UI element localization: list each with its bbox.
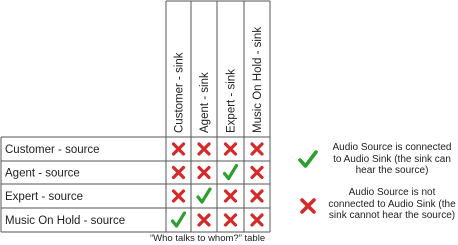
cross-icon — [197, 213, 211, 227]
cross-icon — [197, 142, 211, 156]
cross-icon — [223, 213, 238, 227]
cross-icon — [223, 142, 238, 156]
legend-not-connected-text: Audio Source is not connected to Audio S… — [328, 187, 456, 221]
cross-icon — [171, 189, 186, 203]
column-header: Music On Hold - sink — [252, 27, 264, 133]
cross-icon — [171, 165, 186, 180]
cross-icon — [250, 142, 264, 156]
table-caption: “Who talks to whom?” table — [150, 233, 266, 244]
row-label: Agent - source — [5, 168, 80, 180]
column-header: Customer - sink — [174, 52, 186, 133]
row-label: Expert - source — [5, 191, 83, 203]
check-icon — [222, 163, 239, 181]
cross-icon — [250, 165, 264, 180]
legend-check-icon — [297, 148, 319, 170]
column-header: Expert - sink — [226, 69, 238, 133]
cross-icon — [197, 165, 211, 180]
cross-icon — [171, 142, 186, 156]
check-icon — [170, 211, 187, 228]
row-label: Music On Hold - source — [5, 215, 125, 227]
check-icon — [196, 187, 212, 204]
column-header: Agent - sink — [199, 72, 211, 133]
legend-cross-icon — [297, 195, 319, 217]
row-label: Customer - source — [5, 144, 100, 156]
who-talks-to-whom-table: Customer - sink Agent - sink Expert - sink… — [0, 0, 271, 233]
cross-icon — [223, 189, 238, 203]
cross-icon — [250, 189, 264, 203]
cross-icon — [250, 213, 264, 227]
table-grid — [0, 0, 271, 233]
legend-connected-text: Audio Source is connected to Audio Sink … — [332, 142, 452, 176]
